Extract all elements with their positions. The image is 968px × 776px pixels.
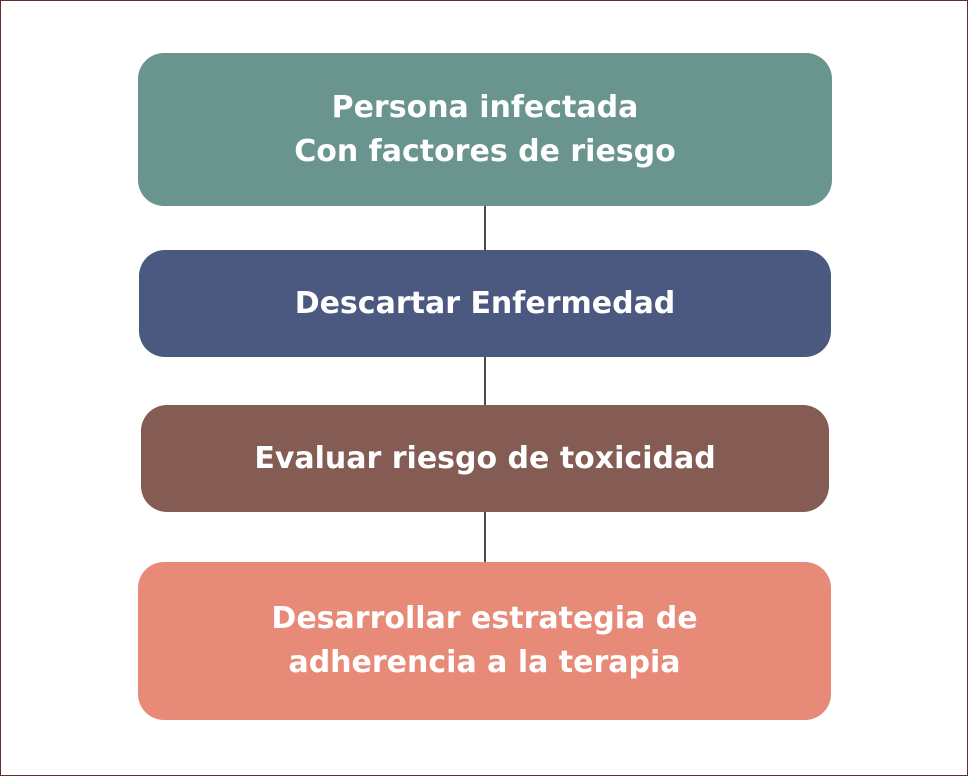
step-evaluate-toxicity: Evaluar riesgo de toxicidad xyxy=(141,405,829,512)
connector-2-3 xyxy=(484,357,486,405)
step-adherence-strategy: Desarrollar estrategia de adherencia a l… xyxy=(138,562,831,720)
connector-1-2 xyxy=(484,206,486,250)
connector-3-4 xyxy=(484,512,486,562)
step-infected-person: Persona infectada Con factores de riesgo xyxy=(138,53,832,206)
step-rule-out-disease: Descartar Enfermedad xyxy=(139,250,831,357)
